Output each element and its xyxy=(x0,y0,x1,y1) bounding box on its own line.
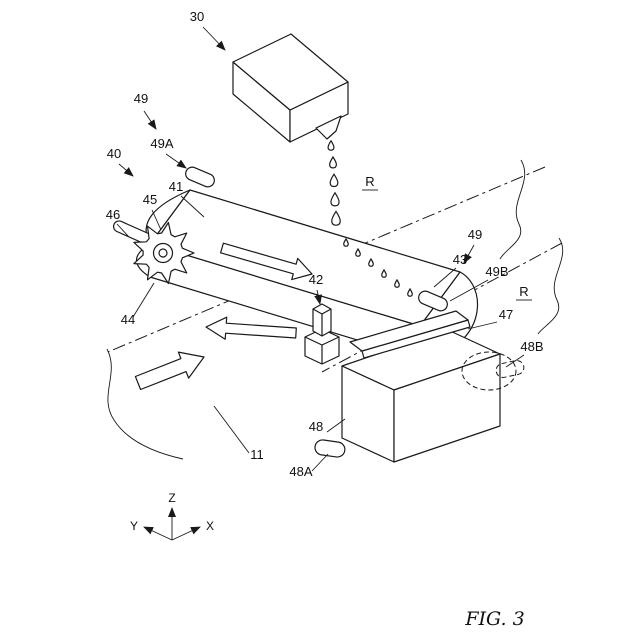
sensor-cylinder-49b xyxy=(418,290,448,312)
liquid-ejection-head-30 xyxy=(232,33,349,143)
leader-42 xyxy=(314,289,323,305)
torn-edge-right-upper xyxy=(499,159,526,260)
ref-label-r-lower: R xyxy=(519,284,528,299)
leader-48b xyxy=(505,354,525,368)
feed-direction-arrow xyxy=(134,351,205,391)
leader-41 xyxy=(180,195,205,218)
leader-lines xyxy=(116,26,525,472)
droplet xyxy=(330,192,340,207)
leader-48 xyxy=(326,418,346,433)
gear-axle-hole xyxy=(158,248,168,258)
ref-label-49a: 49A xyxy=(150,136,173,151)
torn-edge-left-bottom xyxy=(106,348,184,460)
component-42-upper-edge-r xyxy=(321,308,332,315)
leader-30 xyxy=(202,26,226,51)
ref-label-46: 46 xyxy=(106,207,120,222)
ref-label-41: 41 xyxy=(169,179,183,194)
ref-label-45: 45 xyxy=(143,192,157,207)
leader-11 xyxy=(213,405,250,454)
component-42 xyxy=(304,303,340,365)
sensor-cylinder-49a xyxy=(185,166,215,188)
leader-45 xyxy=(151,209,162,231)
leader-43 xyxy=(433,267,457,288)
leader-46 xyxy=(116,223,130,238)
axis-x-label: X xyxy=(206,519,214,533)
direction-arrows xyxy=(134,242,313,391)
component-42-lower-edge-l xyxy=(304,336,323,346)
droplet xyxy=(331,210,341,226)
figure-caption: FIG. 3 xyxy=(464,608,524,630)
ref-label-30: 30 xyxy=(190,9,204,24)
ref-label-11: 11 xyxy=(250,447,264,462)
axis-z-label: Z xyxy=(168,491,175,505)
box48-port-48a xyxy=(314,439,346,458)
ref-label-43: 43 xyxy=(453,252,467,267)
leader-40 xyxy=(118,163,134,177)
torn-edge-right-lower xyxy=(537,237,564,335)
ref-label-48b: 48B xyxy=(520,339,543,354)
box48-right-face xyxy=(393,353,501,463)
ref-label-49-left: 49 xyxy=(134,91,148,106)
component-42-lower-edge-r xyxy=(321,336,340,346)
drive-gear xyxy=(133,221,195,285)
droplet xyxy=(329,156,337,169)
leader-48a xyxy=(311,453,329,472)
head30-top-face xyxy=(232,33,349,111)
axis-indicator: Z X Y xyxy=(130,491,214,541)
leader-44 xyxy=(132,282,155,318)
guide-plate-top xyxy=(349,310,469,352)
belt-direction-arrow xyxy=(220,242,313,281)
head30-nozzle xyxy=(315,115,342,140)
ref-label-49b: 49B xyxy=(485,264,508,279)
box48-port-48b-hidden xyxy=(495,360,525,378)
collection-box-48 xyxy=(314,329,525,463)
droplet xyxy=(327,140,335,151)
return-direction-arrow xyxy=(205,316,297,340)
falling-droplets xyxy=(327,140,341,226)
component-42-upper-edge-l xyxy=(312,308,323,315)
ref-label-49-right: 49 xyxy=(468,227,482,242)
leader-49b xyxy=(449,279,489,302)
ref-label-r-upper: R xyxy=(365,174,374,189)
ref-label-42: 42 xyxy=(309,272,323,287)
box48-port-48b-callout-circle xyxy=(461,351,517,391)
axis-y-label: Y xyxy=(130,519,138,533)
ref-label-47: 47 xyxy=(499,307,513,322)
axis-x-arrow xyxy=(171,526,201,541)
guide-plate-47 xyxy=(349,310,471,359)
axis-y-arrow xyxy=(143,526,173,541)
ref-label-48a: 48A xyxy=(289,464,312,479)
ref-label-48: 48 xyxy=(309,419,323,434)
medium-torn-edges xyxy=(106,159,564,460)
droplet xyxy=(329,173,339,188)
ref-label-44: 44 xyxy=(121,312,135,327)
leader-47 xyxy=(467,321,498,330)
ref-label-40: 40 xyxy=(107,146,121,161)
leader-49a xyxy=(165,153,187,169)
ref-labels: 30 49 49A 40 41 45 46 44 42 43 49 49B 47… xyxy=(106,9,544,479)
leader-49-right xyxy=(463,244,475,264)
leader-49-left xyxy=(143,110,157,130)
medium-path-line-upper xyxy=(107,166,546,353)
